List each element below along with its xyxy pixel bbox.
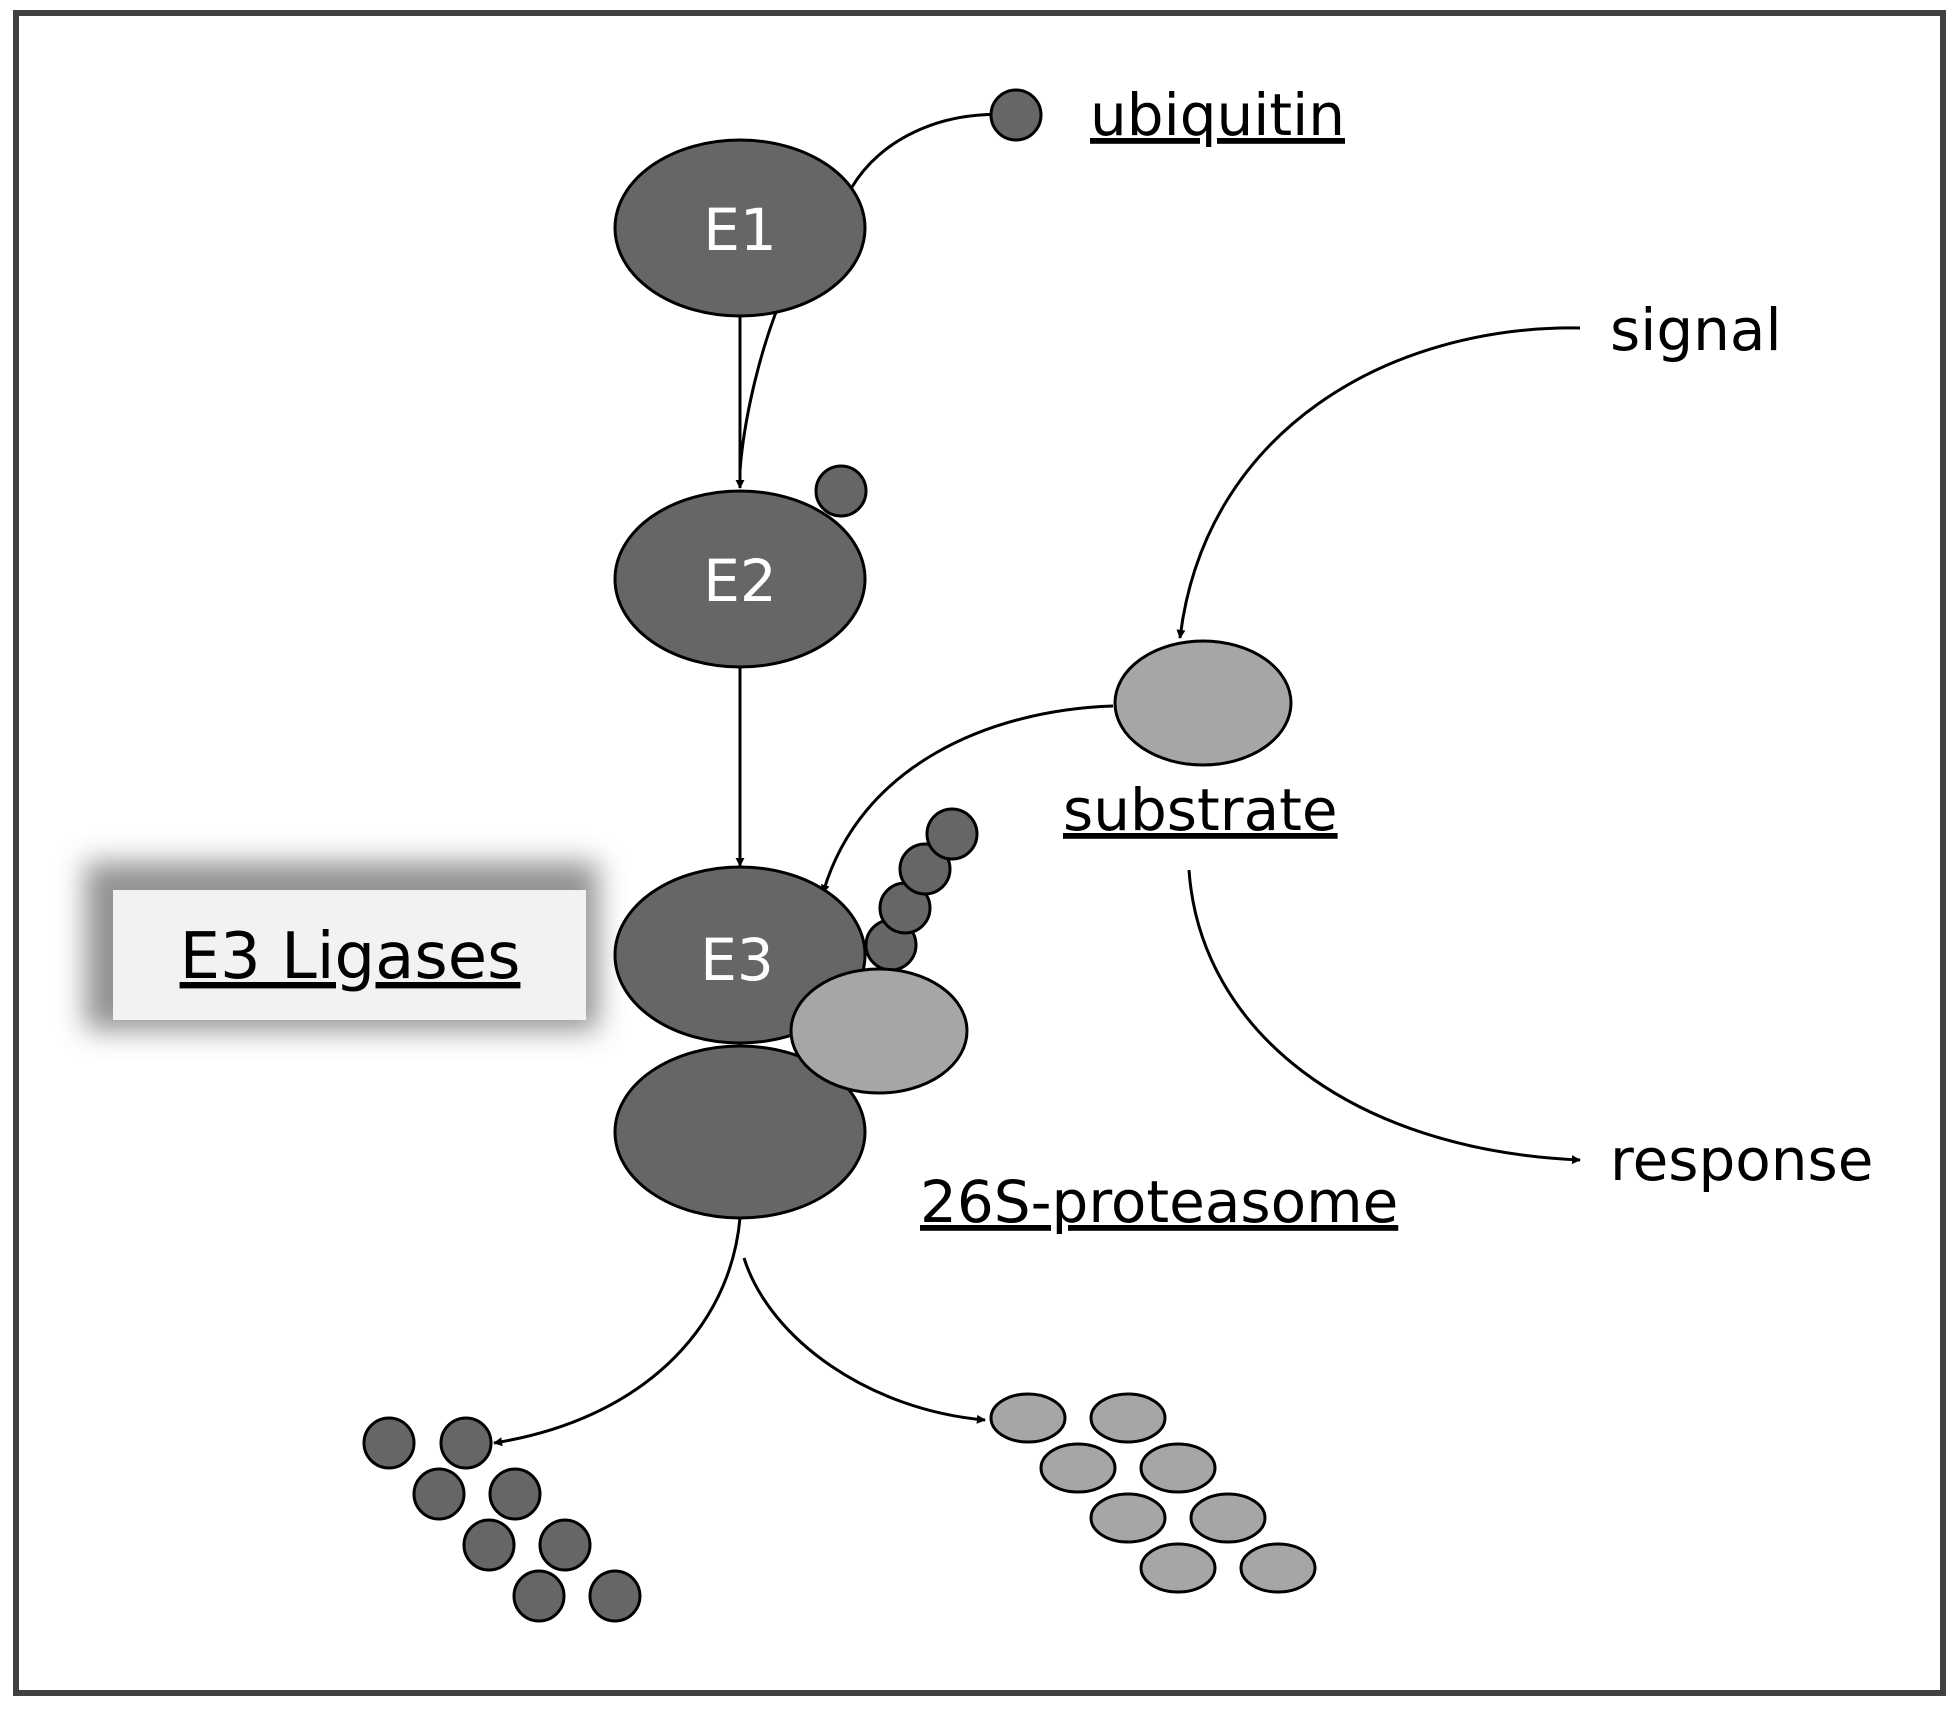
ubiquitin-molecule: [989, 88, 1043, 142]
e1-to-e2-curve: [738, 311, 778, 471]
proteasome-to-peptides-left-arrow: [493, 1217, 742, 1447]
peptide-fragment-4: [1139, 1442, 1217, 1494]
diagram-frame: [13, 10, 1946, 1696]
peptide-fragment-3: [1039, 1442, 1117, 1494]
proteasome-label: 26S-proteasome: [920, 1168, 1398, 1236]
polyubiquitin-chain: [864, 807, 979, 972]
e2-label: E2: [703, 547, 777, 615]
substrate-label: substrate: [1063, 776, 1338, 844]
peptide-fragment-5: [1089, 1492, 1167, 1544]
peptide-fragments: [989, 1392, 1317, 1594]
free-ubiquitin-1: [362, 1416, 416, 1470]
e1-label: E1: [703, 196, 777, 264]
e1-ellipse: [613, 138, 867, 318]
signal-to-substrate-arrow: [1176, 326, 1581, 639]
substrate-to-response-arrow: [1187, 869, 1581, 1165]
e3-ligases-box: [113, 890, 586, 1020]
free-ubiquitin-8: [588, 1569, 642, 1623]
free-ubiquitin-6: [538, 1518, 592, 1572]
released-ubiquitin-pool: [362, 1416, 642, 1623]
proteasome-to-peptides-right-arrow: [742, 1257, 986, 1424]
substrate-to-e3-arrow: [820, 704, 1114, 894]
connectors: [493, 112, 1581, 1447]
peptide-fragment-7: [1139, 1542, 1217, 1594]
proteasome-ellipse: [613, 1044, 867, 1220]
free-ubiquitin-5: [462, 1518, 516, 1572]
e2-node: E2: [613, 489, 867, 669]
ubiquitin-to-e1-line: [850, 112, 1013, 188]
free-ubiquitin-3: [412, 1467, 466, 1521]
free-ubiquitin-2: [439, 1416, 493, 1470]
e2-ellipse: [613, 489, 867, 669]
free-ubiquitin-7: [512, 1569, 566, 1623]
response-label: response: [1610, 1126, 1873, 1194]
ubiquitin-label: ubiquitin: [1090, 81, 1345, 149]
e3-label: E3: [700, 926, 774, 994]
ubiquitin-chain-4: [925, 807, 979, 861]
peptide-fragment-2: [1089, 1392, 1167, 1444]
e2-bound-ubiquitin: [814, 464, 868, 518]
e3-ligases-label: E3 Ligases: [180, 920, 521, 994]
free-ubiquitin-4: [488, 1467, 542, 1521]
signal-label: signal: [1610, 296, 1782, 364]
peptide-fragment-8: [1239, 1542, 1317, 1594]
peptide-fragment-6: [1189, 1492, 1267, 1544]
ubiquitin-chain-3: [898, 842, 952, 896]
bound-substrate-ellipse: [789, 967, 969, 1095]
substrate-ellipse: [1113, 639, 1293, 767]
e3-ligases-callout: E3 Ligases: [85, 862, 598, 1030]
e1-node: E1: [613, 138, 867, 318]
peptide-fragment-1: [989, 1392, 1067, 1444]
